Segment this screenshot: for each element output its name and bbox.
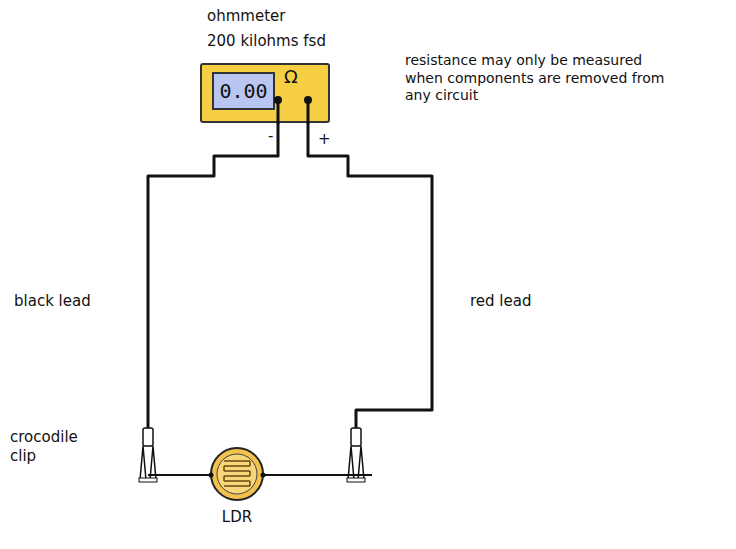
terminal bbox=[304, 96, 312, 104]
part-label: crocodile clip bbox=[8, 428, 104, 466]
note: resistance may only be measured when com… bbox=[403, 52, 669, 105]
ldr: LDR bbox=[140, 428, 376, 530]
lead-label: black lead bbox=[12, 292, 93, 311]
terminal-sign: + bbox=[316, 130, 333, 149]
terminal-sign: - bbox=[266, 127, 275, 146]
crocodile-clip bbox=[139, 428, 157, 482]
meter-title: ohmmeter bbox=[207, 7, 285, 25]
ldr-pin bbox=[261, 473, 266, 478]
crocodile-clip bbox=[347, 428, 365, 482]
terminal-wire bbox=[277, 100, 280, 124]
display: 0.00 bbox=[212, 72, 275, 110]
ldr-track bbox=[224, 461, 250, 486]
ldr-name: LDR bbox=[140, 508, 334, 526]
ldr-pin bbox=[209, 473, 214, 478]
ldr-body bbox=[211, 448, 263, 500]
ohmmeter-box: ohmmeter200 kilohms fsdΩ0.00 bbox=[200, 63, 330, 123]
ohm-symbol: Ω bbox=[284, 66, 298, 88]
display-reading: 0.00 bbox=[214, 74, 273, 108]
test-lead bbox=[308, 123, 432, 428]
lead-label: red lead bbox=[468, 292, 533, 311]
ldr-window bbox=[217, 454, 257, 494]
test-lead bbox=[148, 123, 278, 428]
terminal bbox=[274, 96, 282, 104]
meter-range: 200 kilohms fsd bbox=[207, 32, 326, 50]
terminal-wire bbox=[307, 100, 310, 124]
